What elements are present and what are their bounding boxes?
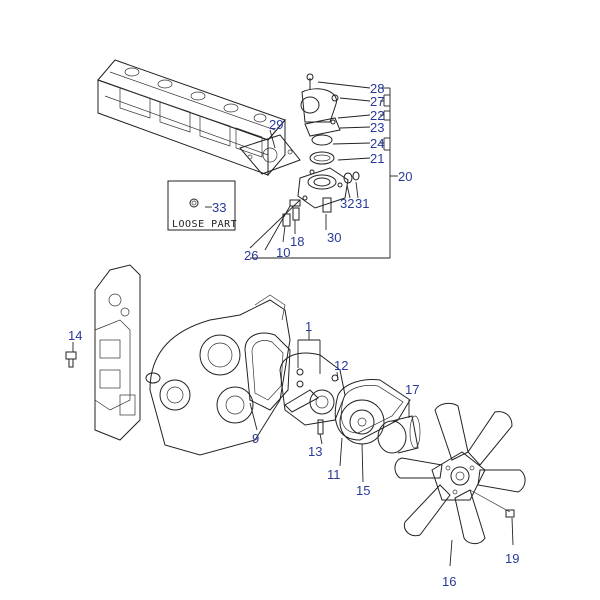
callout-14: 14	[68, 328, 82, 343]
callout-17: 17	[405, 382, 419, 397]
upper-leader-lines	[205, 81, 398, 259]
callout-9: 9	[252, 431, 259, 446]
callout-21: 21	[370, 151, 384, 166]
water-pump	[279, 330, 346, 445]
callout-18: 18	[290, 234, 304, 249]
callout-11: 11	[327, 467, 341, 482]
loose-part-nut	[189, 198, 199, 208]
callout-23: 23	[370, 120, 384, 135]
callout-28: 28	[370, 81, 384, 96]
callout-32: 32	[340, 196, 354, 211]
fan-pulley	[339, 399, 385, 483]
callout-15: 15	[356, 483, 370, 498]
callout-24: 24	[370, 136, 384, 151]
callout-31: 31	[355, 196, 369, 211]
callout-30: 30	[327, 230, 341, 245]
callout-19: 19	[505, 551, 519, 566]
thermostat-housing-assembly	[282, 73, 360, 227]
outlet-gasket	[239, 134, 301, 175]
callout-1: 1	[305, 319, 312, 334]
callout-13: 13	[308, 444, 322, 459]
callout-16: 16	[442, 574, 456, 589]
loose-part-frame	[167, 180, 236, 231]
callout-27: 27	[370, 94, 384, 109]
callout-20: 20	[398, 169, 412, 184]
callout-22: 22	[370, 108, 384, 123]
water-pump-gasket	[244, 332, 291, 431]
cylinder-head	[97, 59, 286, 177]
callout-26: 26	[244, 248, 258, 263]
callout-12: 12	[334, 358, 348, 373]
loose-part-box: LOOSE PART	[167, 180, 237, 231]
loose-part-label: LOOSE PART	[172, 219, 237, 230]
timing-gear-case	[145, 294, 291, 456]
cooling-fan	[394, 402, 526, 567]
engine-block	[65, 264, 141, 441]
callouts: 28 27 22 23 24 21 20 29 33 32 31 26 10 1…	[68, 81, 519, 589]
fan-spacer	[377, 400, 421, 454]
callout-33: 33	[212, 200, 226, 215]
callout-10: 10	[276, 245, 290, 260]
fan-bolt	[469, 489, 515, 546]
callout-29: 29	[269, 117, 283, 132]
